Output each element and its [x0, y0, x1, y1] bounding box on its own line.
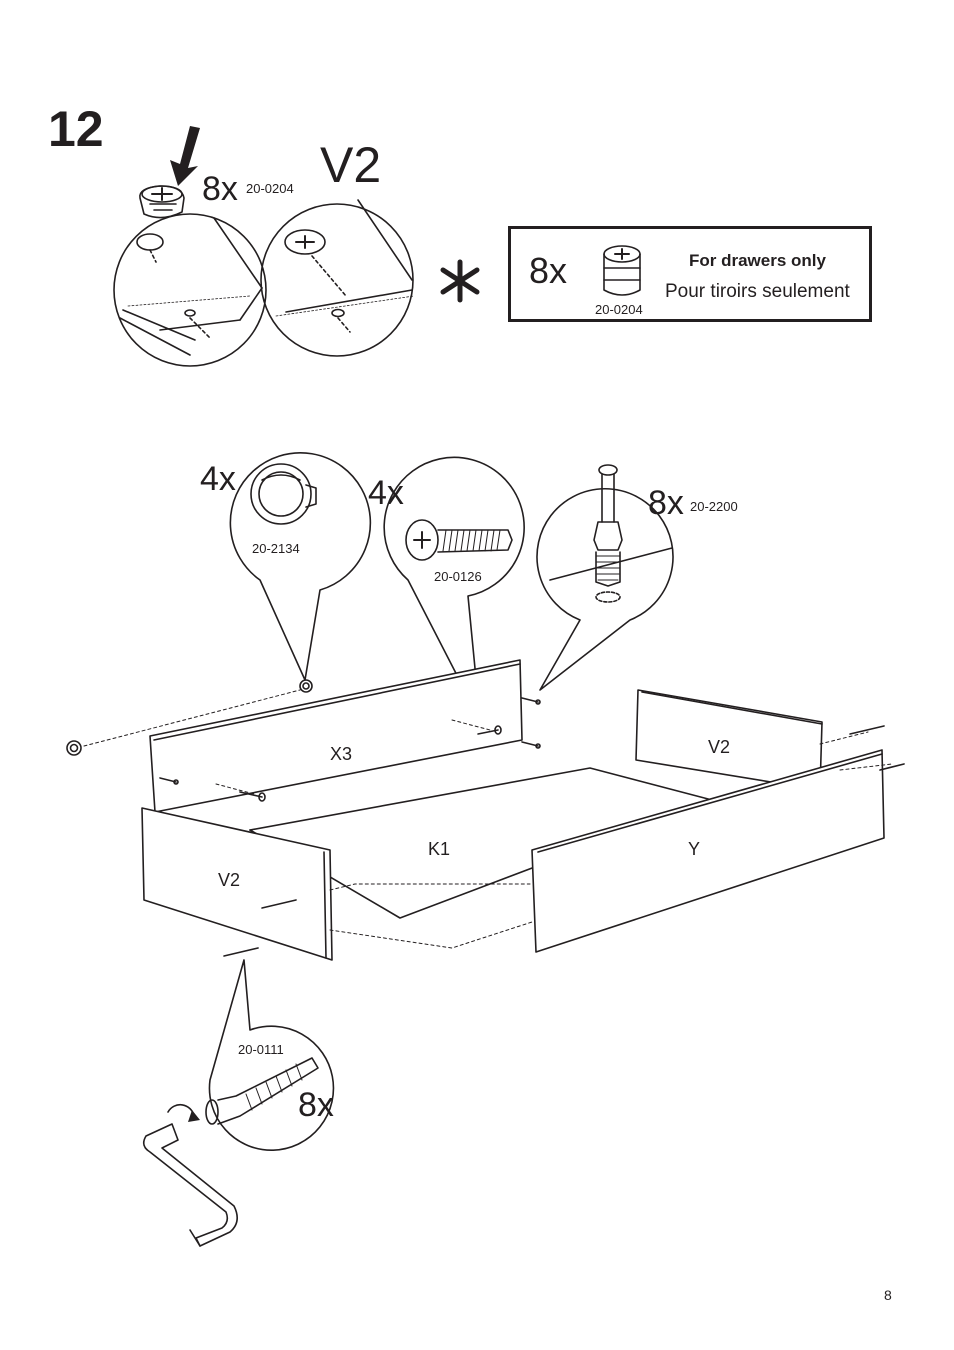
knob-bubble-icon	[229, 452, 372, 681]
dowel-small-icon	[159, 697, 905, 785]
drawer-note-part-code: 20-0204	[595, 302, 643, 317]
detail-circle-right-icon	[260, 199, 415, 357]
panel-label-bottom: K1	[428, 839, 451, 859]
page-number: 8	[884, 1287, 892, 1303]
screw-bubble-icon	[205, 959, 335, 1151]
asterisk-icon	[440, 259, 480, 303]
drawer-note-title-en: For drawers only	[689, 251, 826, 270]
cam-lock-icon	[139, 185, 185, 219]
top-detail-part-code: 20-0204	[246, 181, 294, 196]
bolt-small-icon	[239, 725, 502, 802]
top-detail-panel-label: V2	[320, 137, 382, 193]
panel-label-front: Y	[688, 839, 701, 859]
cam-dowel-part-code: 20-2200	[690, 499, 738, 514]
back-panel-x3-icon	[149, 659, 523, 813]
down-arrow-icon	[170, 126, 200, 186]
bolt-part-code: 20-0126	[434, 569, 482, 584]
knob-small-icon	[66, 679, 313, 756]
alignment-lines-icon	[83, 689, 893, 949]
drawer-note-title-fr: Pour tiroirs seulement	[665, 281, 850, 302]
screw-small-icon	[223, 899, 297, 957]
bolt-quantity: 4x	[368, 474, 404, 512]
knob-quantity: 4x	[200, 460, 236, 498]
top-detail-quantity: 8x	[202, 170, 238, 208]
drawer-note-quantity: 8x	[529, 250, 568, 291]
cam-dowel-bubble-icon	[536, 464, 674, 691]
cam-lock-box-icon	[603, 245, 641, 296]
knob-part-code: 20-2134	[252, 541, 300, 556]
drawer-note-box: 8x 20-0204 For drawers only Pour tiroirs…	[508, 226, 872, 322]
detail-circle-left-icon	[113, 213, 267, 367]
panel-edge-icon	[119, 217, 263, 356]
allen-key-icon	[142, 1103, 238, 1247]
cam-dowel-quantity: 8x	[648, 484, 684, 522]
front-panel-y-icon	[531, 749, 885, 953]
panel-label-side-right: V2	[708, 737, 731, 757]
screw-part-code: 20-0111	[238, 1042, 284, 1057]
bolt-bubble-icon	[383, 456, 525, 721]
step-number: 12	[48, 101, 104, 157]
panel-label-back: X3	[330, 744, 353, 764]
side-panel-v2-right-icon	[635, 689, 823, 791]
panel-label-side-left: V2	[218, 870, 241, 890]
screw-quantity: 8x	[298, 1086, 334, 1124]
side-panel-v2-left-icon	[141, 807, 333, 961]
